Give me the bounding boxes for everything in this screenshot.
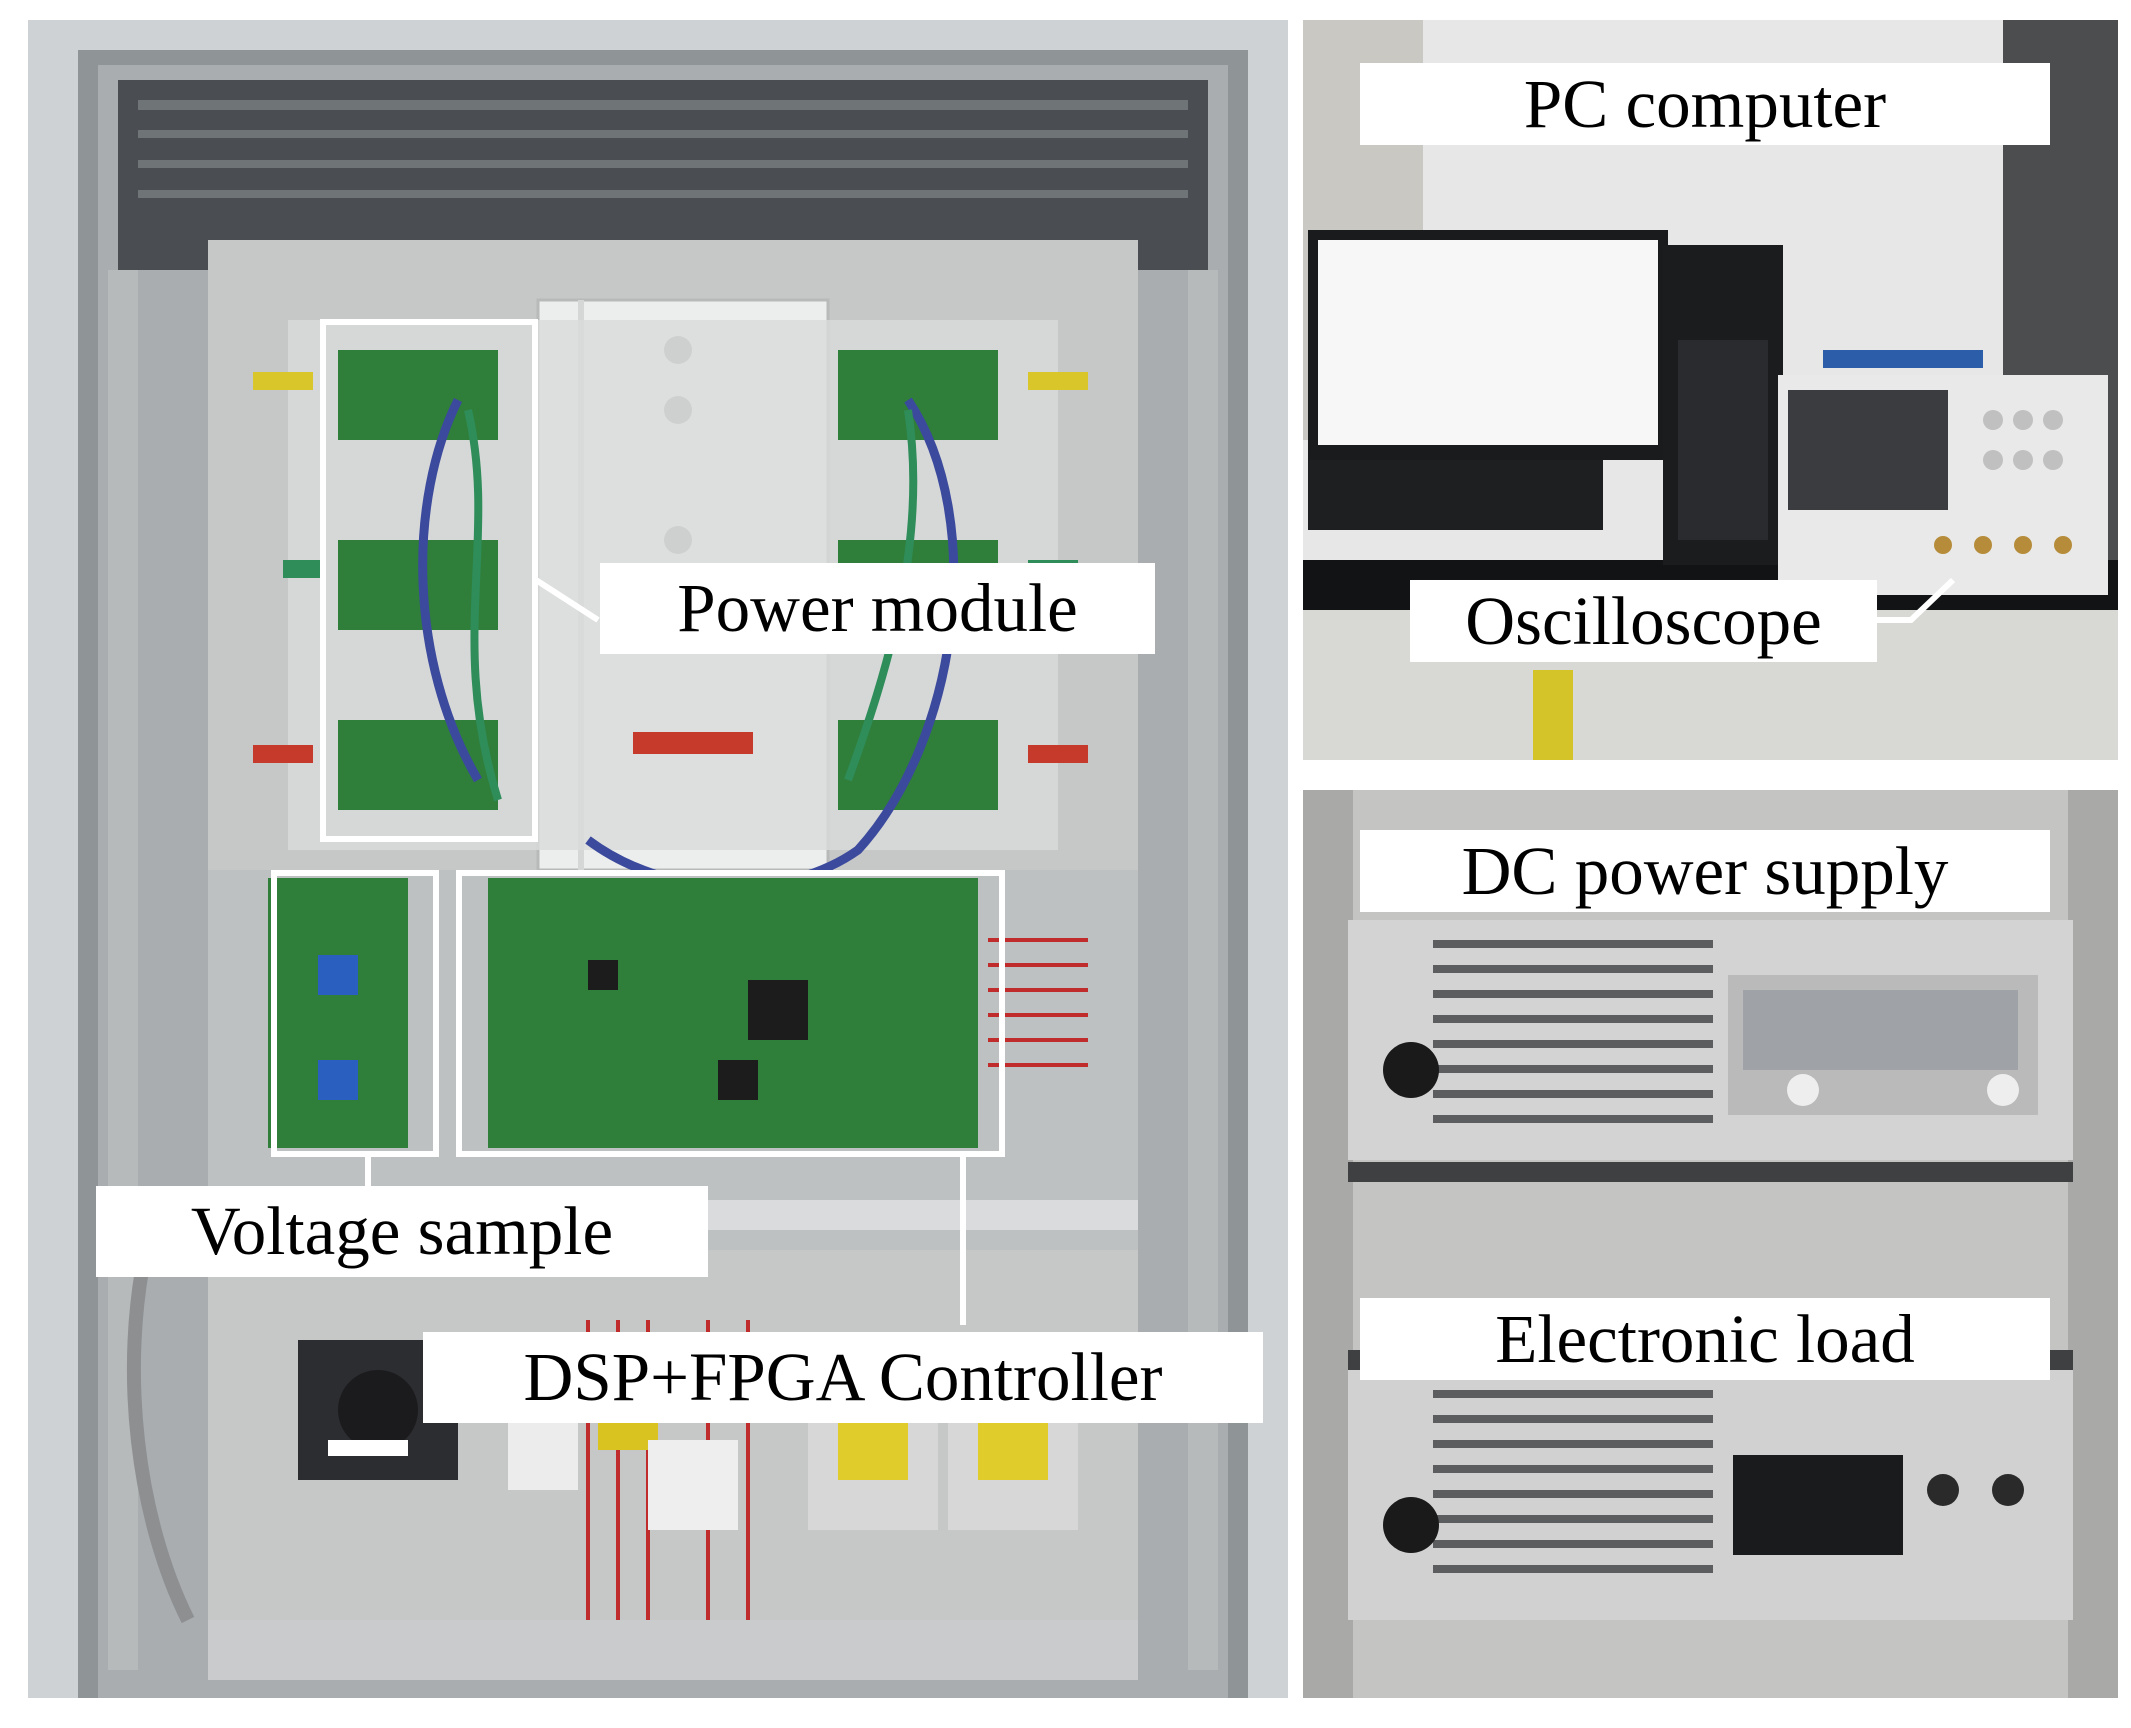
- dsp-fpga-controller-label: DSP+FPGA Controller: [423, 1332, 1263, 1423]
- pc-computer-label: PC computer: [1360, 63, 2050, 145]
- controller-highlight: [456, 870, 1005, 1157]
- power-module-label: Power module: [600, 563, 1155, 654]
- cabinet-photo: Power module Voltage sample DSP+FPGA Con…: [28, 20, 1288, 1698]
- voltage-sample-highlight: [271, 870, 439, 1157]
- dc-supply-load-photo: DC power supply Electronic load: [1303, 790, 2118, 1698]
- dc-power-supply-label: DC power supply: [1360, 830, 2050, 912]
- voltage-sample-label: Voltage sample: [96, 1186, 708, 1277]
- pc-oscilloscope-photo: PC computer Oscilloscope: [1303, 20, 2118, 760]
- electronic-load-label: Electronic load: [1360, 1298, 2050, 1380]
- power-module-highlight: [320, 319, 538, 842]
- oscilloscope-label: Oscilloscope: [1410, 580, 1877, 662]
